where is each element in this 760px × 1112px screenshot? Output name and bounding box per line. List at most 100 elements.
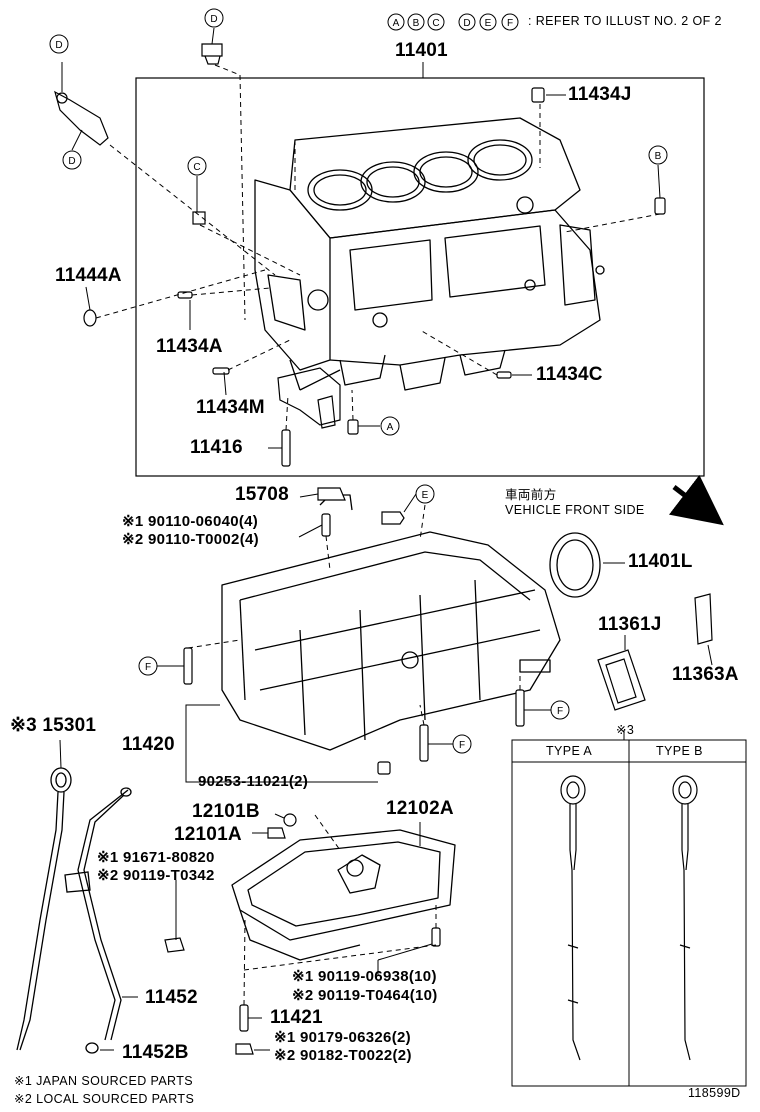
crankcase-illustration xyxy=(221,494,561,751)
type-a-dipstick xyxy=(560,775,586,1061)
callout-b xyxy=(648,145,668,165)
oil-pan-dashed-guides xyxy=(243,814,437,1006)
svg-text:C: C xyxy=(193,162,200,173)
part-label-12102a[interactable]: 12102A xyxy=(386,798,454,819)
oil-jet-illustration xyxy=(54,43,223,146)
pin-a xyxy=(347,419,359,435)
header-refer-letter-texts: A B C D E F xyxy=(393,18,513,29)
svg-text:F: F xyxy=(145,662,151,673)
part-label-15708[interactable]: 15708 xyxy=(235,484,289,505)
svg-text:E: E xyxy=(422,490,429,501)
pins-illustration xyxy=(83,87,666,467)
part-label-11444a[interactable]: 11444A xyxy=(55,265,122,286)
header-refer-text: : REFER TO ILLUST NO. 2 OF 2 xyxy=(528,14,722,28)
type-a-header: TYPE A xyxy=(546,744,593,758)
front-side-arrow xyxy=(668,474,724,526)
callout-a xyxy=(380,416,400,436)
ref-letter-d: D xyxy=(463,18,470,29)
lower-leaders xyxy=(157,493,551,783)
callout-d2 xyxy=(62,150,82,170)
part-label-11452[interactable]: 11452 xyxy=(145,987,198,1008)
oil-pan-illustration xyxy=(231,829,456,961)
ref-circle-f xyxy=(501,13,519,31)
ref-circle-d xyxy=(458,13,476,31)
part-label-11401l[interactable]: 11401L xyxy=(628,551,693,572)
part-label-11416[interactable]: 11416 xyxy=(190,437,243,458)
svg-text:D: D xyxy=(68,156,75,167)
part-label-90253-11021[interactable]: 90253-11021(2) xyxy=(198,773,309,790)
part-label-11434j[interactable]: 11434J xyxy=(568,84,632,105)
dipstick-illustration xyxy=(16,767,72,1051)
illustration-id: 118599D xyxy=(688,1086,741,1100)
ref-circle-a xyxy=(387,13,405,31)
part-label-11363a[interactable]: 11363A xyxy=(672,664,739,685)
part-label-11401[interactable]: 11401 xyxy=(395,40,448,61)
svg-text:D: D xyxy=(210,14,217,25)
part-label-11420[interactable]: 11420 xyxy=(122,734,175,755)
callout-d3 xyxy=(204,8,224,28)
part-label-90119-t0342[interactable]: ※2 90119-T0342 xyxy=(97,867,215,884)
ref-letter-a: A xyxy=(393,18,400,29)
upper-dashed-guides xyxy=(95,64,661,431)
part-label-90119-06938[interactable]: ※1 90119-06938(10) xyxy=(292,968,437,985)
svg-text:A: A xyxy=(387,422,394,433)
leader-15301 xyxy=(59,739,62,769)
part-label-11434m[interactable]: 11434M xyxy=(196,397,265,418)
svg-text:F: F xyxy=(557,706,563,717)
oring-11444a xyxy=(83,309,97,327)
callout-c xyxy=(187,156,207,176)
svg-text:B: B xyxy=(655,151,662,162)
part-label-90182-t0022[interactable]: ※2 90182-T0022(2) xyxy=(274,1047,412,1064)
part-label-12101a[interactable]: 12101A xyxy=(174,824,242,845)
rear-oil-seal xyxy=(549,532,601,598)
part-label-90119-t0464[interactable]: ※2 90119-T0464(10) xyxy=(292,987,438,1004)
front-side-en: VEHICLE FRONT SIDE xyxy=(505,503,645,517)
bolt-11416 xyxy=(281,429,291,467)
bearing-cap-illustration xyxy=(277,367,341,429)
upper-leaders xyxy=(61,27,661,449)
type-b-dipstick xyxy=(672,775,698,1061)
part-label-11434c[interactable]: 11434C xyxy=(536,364,603,385)
header-refer-letters xyxy=(387,13,519,31)
pin-b xyxy=(654,197,666,215)
type-table xyxy=(511,730,747,1087)
lower-dashed-guides xyxy=(187,504,521,726)
part-label-11434a[interactable]: 11434A xyxy=(156,336,223,357)
callout-d1 xyxy=(49,34,69,54)
part-label-11361j[interactable]: 11361J xyxy=(598,614,662,635)
ref-letter-b: B xyxy=(413,18,420,29)
part-label-91671-80820[interactable]: ※1 91671-80820 xyxy=(97,849,215,866)
svg-text:D: D xyxy=(55,40,62,51)
front-side-jp: 車両前方 xyxy=(505,488,557,502)
svg-text:F: F xyxy=(459,740,465,751)
part-label-90110-t0002[interactable]: ※2 90110-T0002(4) xyxy=(122,531,259,548)
part-label-11452b[interactable]: 11452B xyxy=(122,1042,189,1063)
block-group-frame xyxy=(135,77,705,477)
leader-11363a xyxy=(707,644,713,666)
type-table-ref: ※3 xyxy=(616,723,635,737)
pin-11434m xyxy=(212,367,230,375)
guide-leaders xyxy=(100,996,138,1051)
pin-11434j xyxy=(531,87,545,103)
ref-letter-f: F xyxy=(507,18,513,29)
ref-circle-e xyxy=(479,13,497,31)
plug-c xyxy=(192,211,206,225)
lower-bolts xyxy=(183,487,525,775)
ref-circle-b xyxy=(407,13,425,31)
part-label-12101b[interactable]: 12101B xyxy=(192,801,260,822)
ref-letter-e: E xyxy=(485,18,492,29)
ref-circle-c xyxy=(427,13,445,31)
retainer-11361j xyxy=(597,649,646,711)
cover-11363a xyxy=(694,593,713,645)
oil-pan-fasteners xyxy=(164,813,441,1055)
part-label-90110-06040[interactable]: ※1 90110-06040(4) xyxy=(122,513,259,530)
dipstick-guide-illustration xyxy=(64,787,132,1054)
part-label-11421[interactable]: 11421 xyxy=(270,1007,323,1028)
part-label-90179-06326[interactable]: ※1 90179-06326(2) xyxy=(274,1029,411,1046)
footnote-local: ※2 LOCAL SOURCED PARTS xyxy=(14,1092,195,1106)
type-b-header: TYPE B xyxy=(656,744,703,758)
callout-letters: D D D C B A E F F F xyxy=(55,14,661,751)
footnote-japan: ※1 JAPAN SOURCED PARTS xyxy=(14,1074,194,1088)
part-label-15301[interactable]: ※3 15301 xyxy=(10,715,97,736)
